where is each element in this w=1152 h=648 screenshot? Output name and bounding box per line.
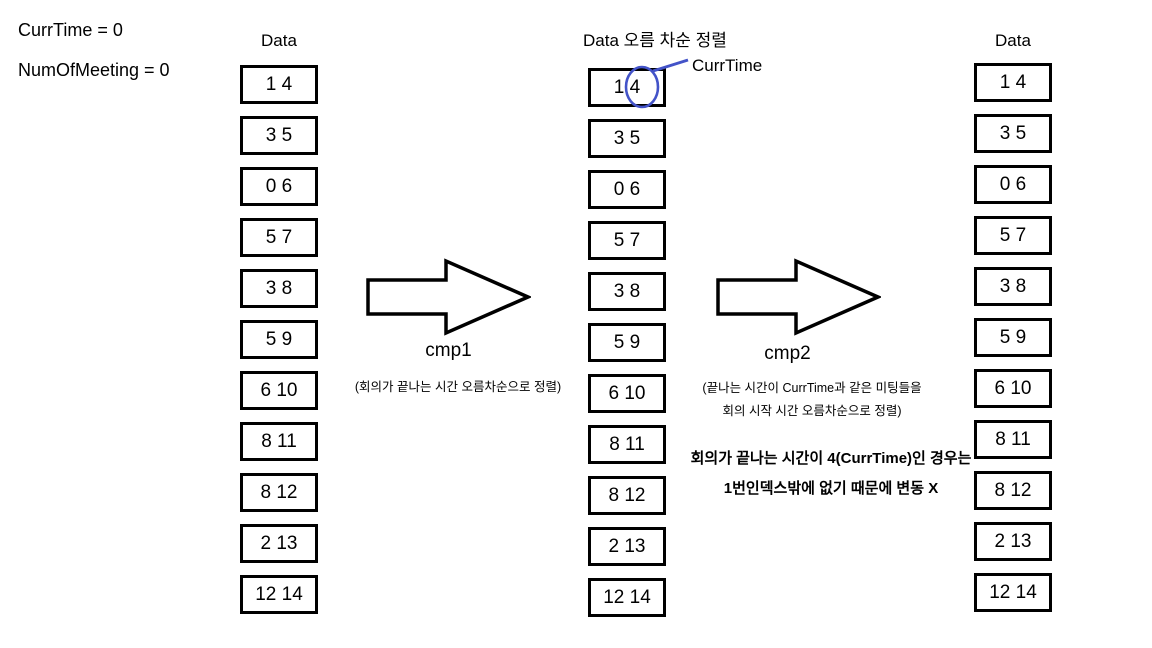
- column2-box-stack: 1 4 3 5 0 6 5 7 3 8 5 9 6 10 8 11 8 12 2…: [588, 68, 666, 617]
- cmp2-description-line2: 회의 시작 시간 오름차순으로 정렬): [722, 404, 902, 418]
- data-box: 8 12: [588, 476, 666, 515]
- data-box: 3 8: [588, 272, 666, 311]
- currtime-variable: CurrTime = 0: [18, 20, 123, 40]
- data-box: 3 8: [240, 269, 318, 308]
- column1-box-stack: 1 4 3 5 0 6 5 7 3 8 5 9 6 10 8 11 8 12 2…: [240, 65, 318, 614]
- no-change-note: 회의가 끝나는 시간이 4(CurrTime)인 경우는 1번인덱스밖에 없기 …: [668, 444, 994, 504]
- right-arrow-icon: [716, 258, 881, 336]
- cmp2-description: (끝나는 시간이 CurrTime과 같은 미팅들을 회의 시작 시간 오름차순…: [672, 377, 952, 423]
- data-box: 12 14: [240, 575, 318, 614]
- no-change-note-line1: 회의가 끝나는 시간이 4(CurrTime)인 경우는: [690, 450, 972, 467]
- data-box: 8 12: [974, 471, 1052, 510]
- data-box: 2 13: [240, 524, 318, 563]
- currtime-pointer-label: CurrTime: [692, 56, 763, 75]
- data-box: 3 5: [588, 119, 666, 158]
- data-box: 5 7: [974, 216, 1052, 255]
- data-box: 12 14: [588, 578, 666, 617]
- data-box: 5 7: [588, 221, 666, 260]
- cmp1-label: cmp1: [425, 340, 472, 361]
- data-box: 3 5: [974, 114, 1052, 153]
- data-box: 3 8: [974, 267, 1052, 306]
- data-box: 8 11: [974, 420, 1052, 459]
- cmp2-label: cmp2: [764, 343, 811, 364]
- data-box: 5 9: [240, 320, 318, 359]
- data-box: 5 9: [974, 318, 1052, 357]
- data-box: 2 13: [974, 522, 1052, 561]
- right-arrow-icon: [366, 258, 531, 336]
- cmp2-description-line1: (끝나는 시간이 CurrTime과 같은 미팅들을: [702, 381, 922, 395]
- column3-title: Data: [995, 31, 1031, 50]
- data-box: 6 10: [240, 371, 318, 410]
- data-box: 0 6: [974, 165, 1052, 204]
- data-box: 0 6: [588, 170, 666, 209]
- column2-title: Data 오름 차순 정렬: [583, 31, 727, 50]
- data-box: 8 12: [240, 473, 318, 512]
- numofmeeting-variable: NumOfMeeting = 0: [18, 60, 170, 80]
- variables-block: CurrTime = 0 NumOfMeeting = 0: [18, 20, 170, 81]
- data-box: 8 11: [240, 422, 318, 461]
- data-box: 1 4: [974, 63, 1052, 102]
- data-box: 6 10: [588, 374, 666, 413]
- column1-title: Data: [261, 31, 297, 50]
- column3-box-stack: 1 4 3 5 0 6 5 7 3 8 5 9 6 10 8 11 8 12 2…: [974, 63, 1052, 612]
- data-box: 5 7: [240, 218, 318, 257]
- no-change-note-line2: 1번인덱스밖에 없기 때문에 변동 X: [723, 480, 939, 497]
- data-box: 3 5: [240, 116, 318, 155]
- data-box: 5 9: [588, 323, 666, 362]
- data-box: 2 13: [588, 527, 666, 566]
- data-box: 8 11: [588, 425, 666, 464]
- currtime-circle-annotation-icon: [624, 58, 689, 109]
- data-box: 0 6: [240, 167, 318, 206]
- data-box: 6 10: [974, 369, 1052, 408]
- data-box: 1 4: [240, 65, 318, 104]
- data-box: 12 14: [974, 573, 1052, 612]
- cmp1-description: (회의가 끝나는 시간 오름차순으로 정렬): [354, 380, 562, 394]
